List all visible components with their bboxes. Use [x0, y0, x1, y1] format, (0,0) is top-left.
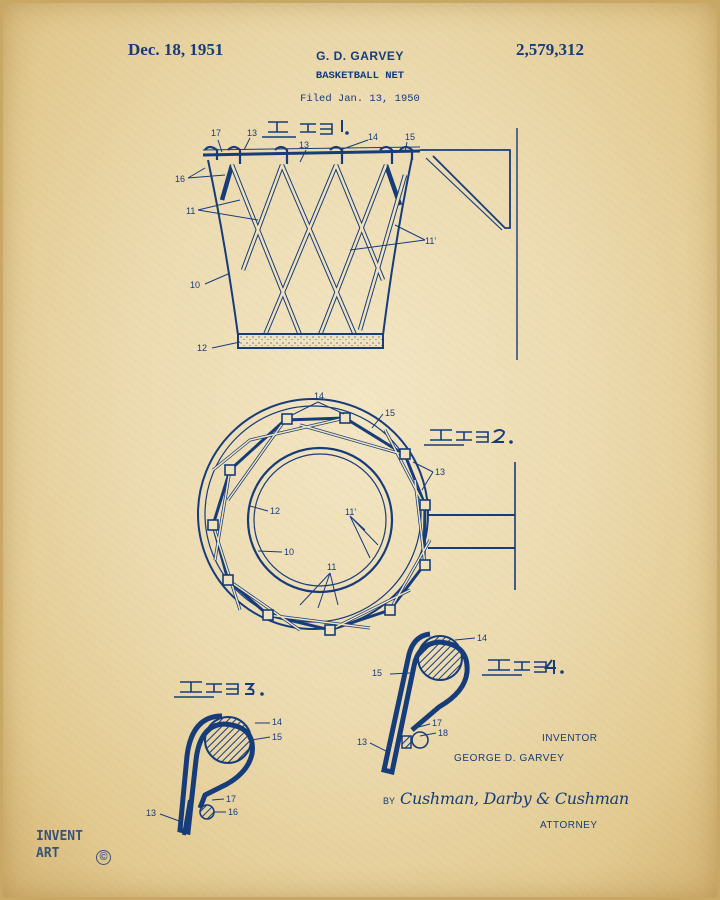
logo-line1: INVENT: [36, 829, 83, 844]
copyright-icon: ©: [96, 850, 111, 865]
fig1-drawing: [187, 120, 518, 360]
inventor-header: G. D. GARVEY: [316, 49, 404, 63]
inventor-full-name: GEORGE D. GARVEY: [454, 753, 565, 764]
patent-title: BASKETBALL NET: [315, 70, 405, 82]
fig1-title: [262, 120, 349, 138]
ref-label: 10: [284, 547, 295, 557]
ref-label: 13: [146, 808, 157, 818]
ref-label: 15: [385, 408, 396, 418]
ref-label: 15: [405, 132, 416, 142]
fig2-title: [424, 429, 513, 446]
ref-label: 17: [226, 794, 237, 804]
fig4-title: [482, 659, 564, 676]
ref-label: 14: [314, 391, 325, 401]
by-label: BY: [383, 796, 396, 806]
ref-label: 11: [327, 562, 337, 572]
logo-line2: ART: [36, 846, 60, 861]
fig4-drawing: [369, 631, 564, 776]
ref-label: 15: [372, 668, 383, 678]
ref-label: 12: [270, 506, 281, 516]
ref-label: 16: [228, 807, 239, 817]
fig3-drawing: [159, 681, 271, 836]
inventor-label: INVENTOR: [542, 733, 598, 744]
ref-label: 13: [247, 128, 258, 138]
ref-label: 11: [186, 206, 196, 216]
patent-number: 2,579,312: [516, 40, 584, 59]
ref-label: 11': [345, 507, 357, 517]
ref-label: 14: [272, 717, 283, 727]
fig3-title: [174, 681, 264, 698]
patent-date: Dec. 18, 1951: [128, 40, 224, 59]
ref-label: 16: [175, 174, 186, 184]
ref-label: 14: [368, 132, 379, 142]
ref-label: 17: [432, 718, 443, 728]
ref-label: 13: [299, 140, 310, 150]
ref-label: 15: [272, 732, 283, 742]
ref-label: 12: [197, 343, 208, 353]
ref-label: 18: [438, 728, 449, 738]
invent-art-logo: INVENT ART: [36, 828, 83, 862]
ref-label: 14: [477, 633, 488, 643]
ref-label: 13: [357, 737, 368, 747]
fig2-drawing: [197, 398, 516, 636]
attorney-label: ATTORNEY: [540, 820, 598, 831]
ref-label: 17: [211, 128, 222, 138]
ref-label: 11': [425, 236, 437, 246]
ref-label: 10: [190, 280, 201, 290]
attorney-signature: Cushman, Darby & Cushman: [400, 789, 629, 808]
filed-date: Filed Jan. 13, 1950: [300, 93, 420, 105]
ref-label: 13: [435, 467, 446, 477]
